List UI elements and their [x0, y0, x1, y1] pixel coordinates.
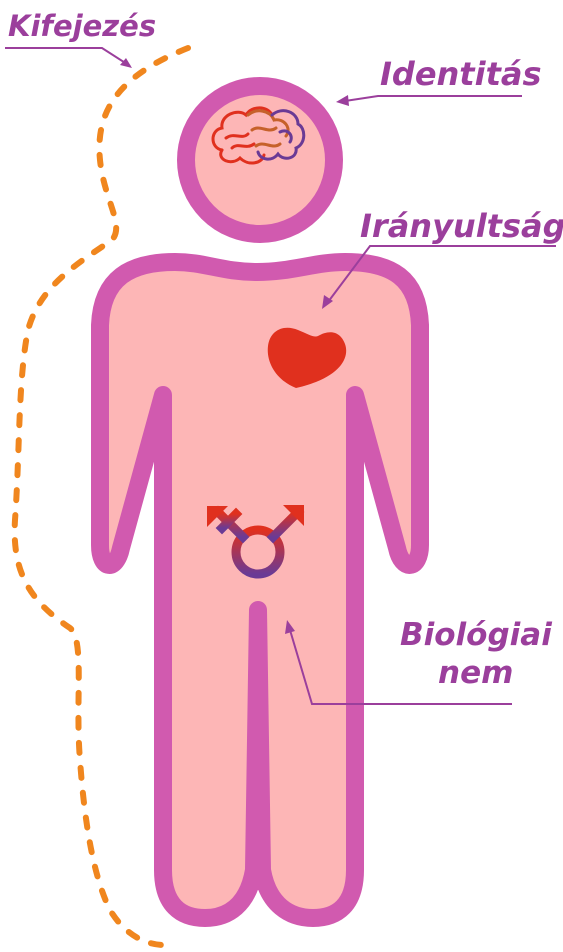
label-biological-sex-line2: nem	[438, 658, 513, 689]
pointer-identity	[345, 96, 522, 101]
label-orientation: Irányultság	[360, 210, 563, 242]
label-identity: Identitás	[380, 58, 542, 90]
pointer-expression	[5, 48, 130, 66]
label-biological-sex-line1: Biológiai	[400, 620, 552, 651]
label-expression: Kifejezés	[8, 12, 156, 41]
